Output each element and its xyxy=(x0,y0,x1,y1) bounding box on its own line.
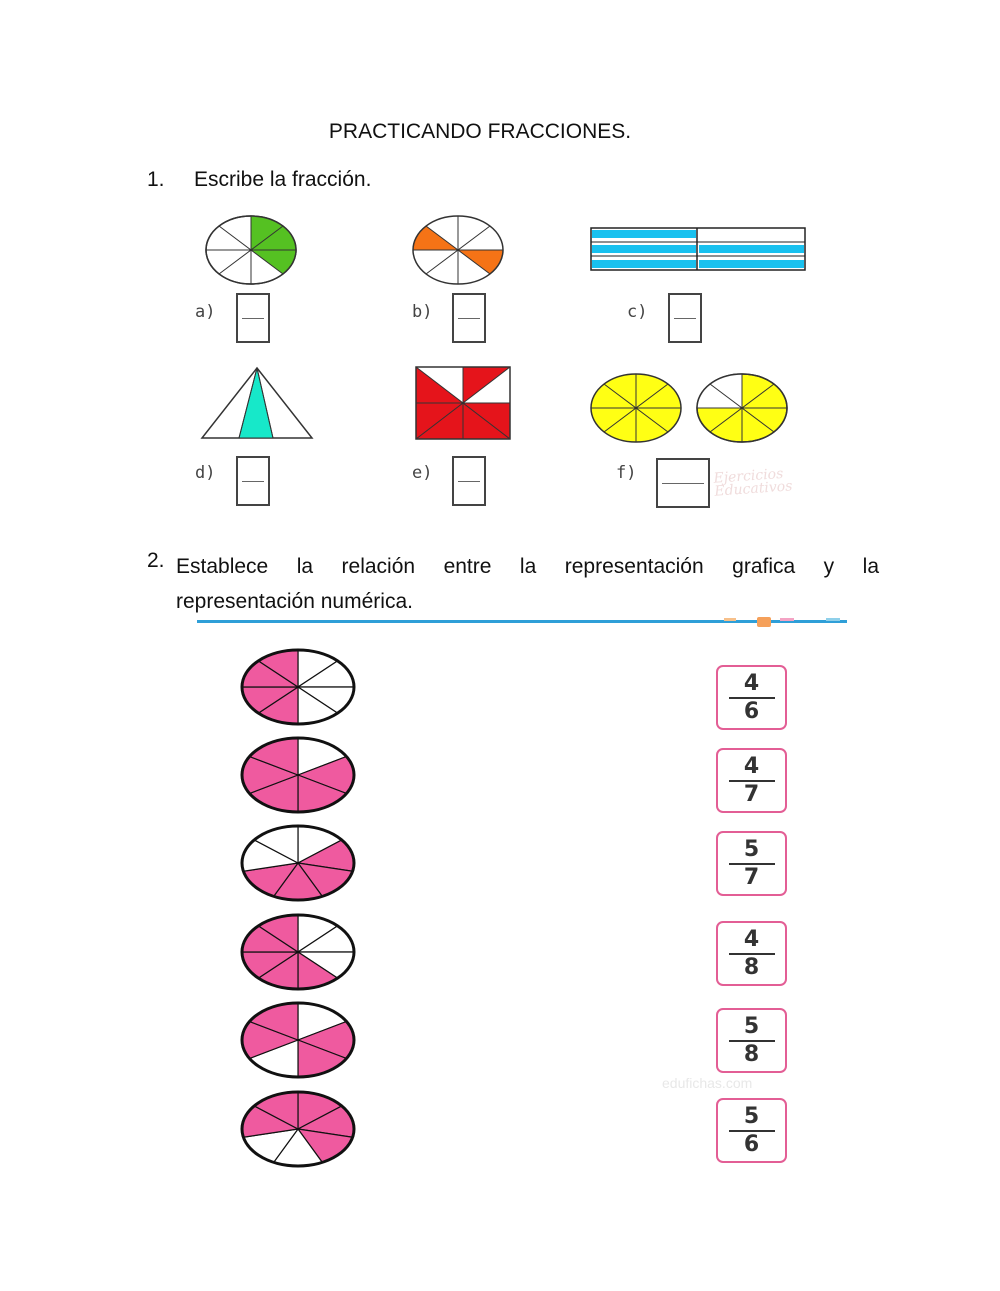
pie-outline xyxy=(240,913,356,991)
answer-box-b[interactable] xyxy=(452,293,486,343)
figure-e-rectangle xyxy=(415,366,511,440)
figure-a-circle xyxy=(205,215,297,285)
pie-circle[interactable] xyxy=(240,824,356,902)
question-2-text-line1: Establece la relación entre la represent… xyxy=(176,555,879,578)
label-f: f) xyxy=(616,463,637,483)
fraction-numerator: 4 xyxy=(743,926,760,952)
answer-box-f[interactable] xyxy=(656,458,710,508)
pie-outline xyxy=(240,824,356,902)
figure-b-circle xyxy=(412,215,504,285)
pie-circle[interactable] xyxy=(240,736,356,814)
label-a: a) xyxy=(195,302,216,322)
answer-box-c[interactable] xyxy=(668,293,702,343)
fraction-denominator: 8 xyxy=(743,954,760,980)
label-e: e) xyxy=(412,463,433,483)
answer-box-d[interactable] xyxy=(236,456,270,506)
question-2-number: 2. xyxy=(147,549,165,572)
question-1-number: 1. xyxy=(147,168,165,191)
pie-circle[interactable] xyxy=(240,1090,356,1168)
question-1-text: Escribe la fracción. xyxy=(194,168,372,191)
divider-decoration xyxy=(757,617,771,627)
divider-decoration xyxy=(724,618,736,621)
pie-circle[interactable] xyxy=(240,648,356,726)
fraction-denominator: 7 xyxy=(743,781,760,807)
fraction-denominator: 6 xyxy=(743,698,760,724)
section-divider xyxy=(197,620,847,623)
pie-circle[interactable] xyxy=(240,913,356,991)
fraction-numerator: 5 xyxy=(743,836,760,862)
fraction-denominator: 8 xyxy=(743,1041,760,1067)
question-2-text-line2: representación numérica. xyxy=(176,590,413,613)
pie-circle[interactable] xyxy=(240,1001,356,1079)
fraction-denominator: 7 xyxy=(743,864,760,890)
fraction-numerator: 4 xyxy=(743,670,760,696)
divider-decoration xyxy=(826,618,840,621)
fraction-numerator: 5 xyxy=(743,1103,760,1129)
divider-decoration xyxy=(780,618,794,621)
pie-outline xyxy=(240,1090,356,1168)
figure-f-circles xyxy=(590,373,788,443)
fraction-numerator: 5 xyxy=(743,1013,760,1039)
pie-outline xyxy=(240,736,356,814)
label-c: c) xyxy=(627,302,648,322)
answer-box-a[interactable] xyxy=(236,293,270,343)
watermark-edufichas: edufichas.com xyxy=(662,1075,753,1091)
fraction-numerator: 4 xyxy=(743,753,760,779)
pie-outline xyxy=(240,648,356,726)
figure-d-triangle xyxy=(200,366,314,439)
answer-box-e[interactable] xyxy=(452,456,486,506)
figure-c-bars xyxy=(590,227,806,271)
page-title: PRACTICANDO FRACCIONES. xyxy=(328,120,632,143)
label-b: b) xyxy=(412,302,433,322)
watermark-ejercicios: Ejercicios Educativos xyxy=(713,465,793,500)
label-d: d) xyxy=(195,463,216,483)
fraction-denominator: 6 xyxy=(743,1131,760,1157)
pie-outline xyxy=(240,1001,356,1079)
